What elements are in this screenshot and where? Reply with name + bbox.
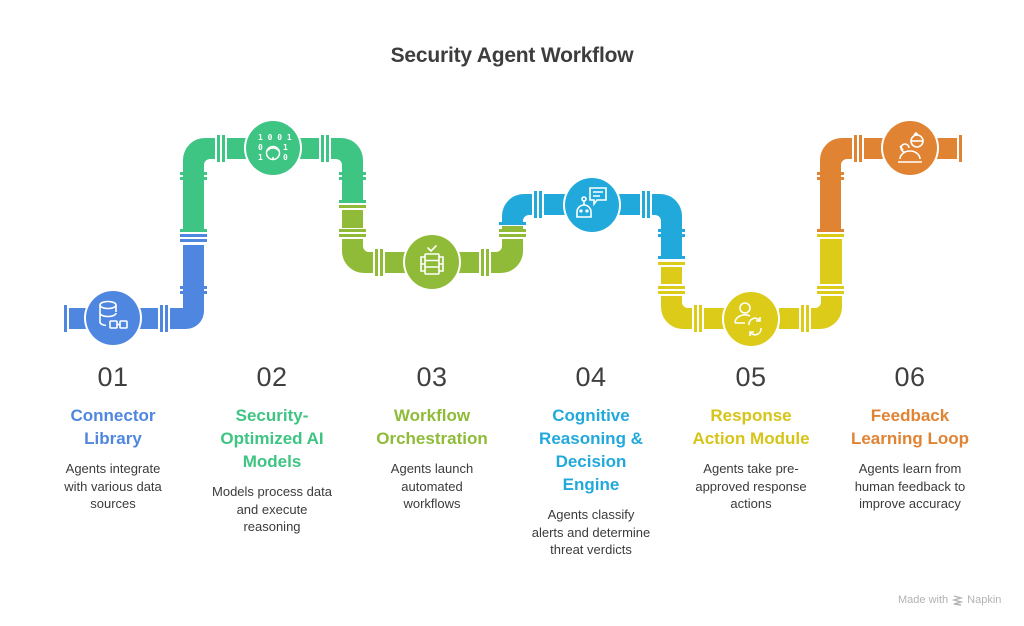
step-title: Security- Optimized AI Models	[220, 406, 324, 471]
step-1-node	[84, 289, 142, 347]
made-with-label: Made with	[898, 594, 949, 606]
pipe-segment-1	[64, 234, 207, 332]
pipe-segment-4	[499, 191, 685, 259]
step-6-node	[881, 119, 939, 177]
server-rack-check-icon	[420, 245, 444, 275]
step-5-node	[722, 290, 780, 348]
svg-text:0: 0	[258, 143, 263, 152]
napkin-logo-icon	[952, 594, 964, 606]
step-description: Agents integrate with various data sourc…	[64, 461, 162, 511]
made-with-napkin-badge[interactable]: Made with Napkin	[898, 594, 1001, 606]
diagram-title: Security Agent Workflow	[390, 44, 634, 67]
step-4-node	[563, 176, 621, 234]
robot-chat-icon	[576, 187, 607, 218]
binary-code-face-icon: 1 0 0 1 0 1 1 0	[258, 133, 292, 162]
step-description: Models process data and execute reasonin…	[212, 484, 332, 534]
napkin-brand-label: Napkin	[967, 594, 1002, 606]
step-number: 02	[256, 362, 288, 392]
svg-text:1: 1	[283, 143, 288, 152]
svg-text:0: 0	[283, 153, 288, 162]
svg-text:1 0 0 1: 1 0 0 1	[258, 133, 292, 142]
step-description: Agents learn from human feedback to impr…	[854, 461, 966, 511]
step-5: 05 Response Action Module Agents take pr…	[676, 362, 826, 513]
step-2: 02 Security- Optimized AI Models Models …	[197, 362, 347, 536]
database-connector-icon	[99, 300, 128, 329]
pipe-segment-2	[180, 135, 366, 232]
step-description: Agents launch automated workflows	[390, 461, 474, 511]
step-title: Cognitive Reasoning & Decision Engine	[539, 406, 643, 494]
step-number: 03	[416, 362, 448, 392]
step-number: 01	[97, 362, 129, 392]
pipe-segment-3	[339, 205, 526, 276]
step-number: 04	[575, 362, 607, 392]
step-3: 03 Workflow Orchestration Agents launch …	[357, 362, 507, 513]
step-description: Agents take pre- approved response actio…	[695, 461, 807, 511]
step-3-node	[403, 233, 461, 291]
step-number: 05	[735, 362, 767, 392]
step-number: 06	[894, 362, 926, 392]
step-2-node: 1 0 0 1 0 1 1 0	[244, 119, 302, 177]
step-6: 06 Feedback Learning Loop Agents learn f…	[835, 362, 985, 513]
step-title: Response Action Module	[692, 406, 810, 448]
step-title: Feedback Learning Loop	[850, 406, 970, 448]
svg-text:1: 1	[258, 153, 263, 162]
step-1: 01 Connector Library Agents integrate wi…	[38, 362, 188, 513]
person-feedback-icon	[898, 131, 924, 163]
step-title: Connector Library	[70, 406, 156, 448]
pipe-segment-6	[817, 135, 962, 232]
user-sync-icon	[734, 302, 762, 336]
step-description: Agents classify alerts and determine thr…	[531, 507, 651, 557]
step-title: Workflow Orchestration	[376, 406, 488, 448]
step-4: 04 Cognitive Reasoning & Decision Engine…	[516, 362, 666, 559]
pipe-segment-5	[658, 234, 844, 332]
